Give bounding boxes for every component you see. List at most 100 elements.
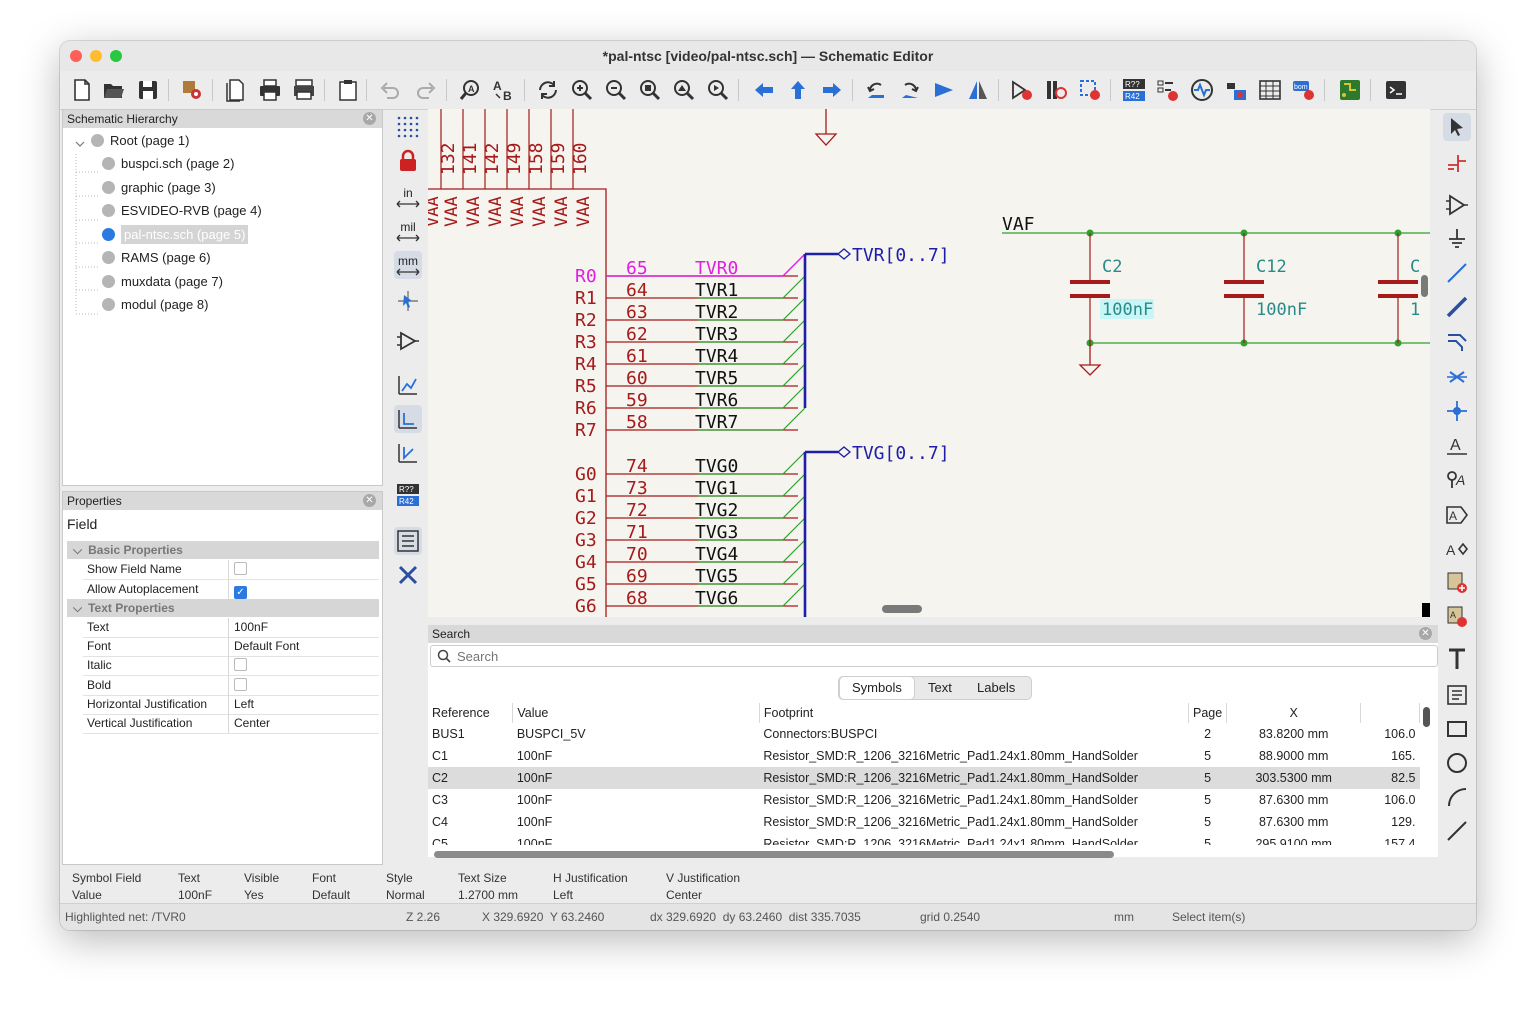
tree-item-esvideo[interactable]: ESVIDEO-RVB (page 4) bbox=[102, 200, 262, 222]
zoom-fit-icon[interactable] bbox=[636, 76, 664, 104]
col-value[interactable]: Value bbox=[513, 703, 760, 723]
navigate-back-icon[interactable] bbox=[750, 76, 778, 104]
table-row-selected[interactable]: C2100nFResistor_SMD:R_1206_3216Metric_Pa… bbox=[428, 767, 1420, 789]
add-bus-icon[interactable] bbox=[1443, 293, 1471, 321]
redo-icon[interactable] bbox=[412, 76, 440, 104]
prop-h-justification[interactable]: Horizontal JustificationLeft bbox=[83, 695, 379, 715]
navigate-forward-icon[interactable] bbox=[818, 76, 846, 104]
zoom-objects-icon[interactable] bbox=[670, 76, 698, 104]
paste-icon[interactable] bbox=[334, 76, 362, 104]
show-field-name-checkbox[interactable] bbox=[234, 562, 247, 575]
prop-italic[interactable]: Italic bbox=[83, 656, 379, 676]
close-hierarchy-icon[interactable]: ✕ bbox=[363, 112, 376, 125]
tree-item-muxdata[interactable]: muxdata (page 7) bbox=[102, 271, 223, 293]
annotate-ref-icon-small[interactable]: R??R42 bbox=[394, 481, 422, 509]
col-reference[interactable]: Reference bbox=[428, 703, 513, 723]
results-h-scrollbar[interactable] bbox=[434, 851, 1114, 858]
prop-h-justification-value[interactable]: Left bbox=[228, 695, 374, 714]
prop-font-value[interactable]: Default Font bbox=[228, 637, 374, 656]
add-wire-icon[interactable] bbox=[1443, 259, 1471, 287]
new-file-icon[interactable] bbox=[68, 76, 96, 104]
prop-v-justification-value[interactable]: Center bbox=[228, 714, 374, 733]
plot-icon[interactable] bbox=[290, 76, 318, 104]
no-connect-icon[interactable] bbox=[1443, 363, 1471, 391]
schematic-canvas[interactable]: 132 141 142 149 158 159 160 VAA VAA VAA … bbox=[428, 109, 1430, 617]
highlight-net-icon[interactable] bbox=[1443, 149, 1471, 177]
bold-checkbox[interactable] bbox=[234, 678, 247, 691]
erc-icon[interactable] bbox=[1076, 76, 1104, 104]
hidden-pins-icon[interactable] bbox=[394, 327, 422, 355]
find-replace-icon[interactable]: AB bbox=[490, 76, 518, 104]
add-junction-icon[interactable] bbox=[1443, 397, 1471, 425]
scripting-console-icon[interactable] bbox=[1382, 76, 1410, 104]
hierarchy-panel-toggle-icon[interactable] bbox=[394, 527, 422, 555]
canvas-h-scrollbar[interactable] bbox=[882, 605, 922, 613]
tab-labels[interactable]: Labels bbox=[965, 677, 1027, 699]
tab-symbols[interactable]: Symbols bbox=[839, 676, 915, 700]
tree-item-modul[interactable]: modul (page 8) bbox=[102, 294, 208, 316]
open-folder-icon[interactable] bbox=[100, 76, 128, 104]
allow-autoplacement-checkbox[interactable]: ✓ bbox=[234, 586, 247, 599]
prop-allow-autoplacement[interactable]: Allow Autoplacement✓ bbox=[83, 580, 379, 600]
line-mode-free-icon[interactable] bbox=[394, 371, 422, 399]
line-mode-90-icon[interactable] bbox=[394, 405, 422, 433]
save-icon[interactable] bbox=[134, 76, 162, 104]
annotate-icon[interactable] bbox=[1008, 76, 1036, 104]
print-icon[interactable] bbox=[256, 76, 284, 104]
add-circle-icon[interactable] bbox=[1443, 749, 1471, 777]
find-icon[interactable]: A bbox=[456, 76, 484, 104]
table-row[interactable]: C3100nFResistor_SMD:R_1206_3216Metric_Pa… bbox=[428, 789, 1420, 811]
undo-icon[interactable] bbox=[376, 76, 404, 104]
group-basic-properties[interactable]: ⌵Basic Properties bbox=[67, 541, 379, 559]
add-sheet-icon[interactable] bbox=[1443, 569, 1471, 597]
units-inch-button[interactable]: in bbox=[394, 183, 422, 211]
add-global-label-icon[interactable]: A bbox=[1443, 501, 1471, 529]
mirror-horizontal-icon[interactable] bbox=[964, 76, 992, 104]
navigate-up-icon[interactable] bbox=[784, 76, 812, 104]
bom-check-icon[interactable] bbox=[1154, 76, 1182, 104]
col-footprint[interactable]: Footprint bbox=[759, 703, 1188, 723]
import-sheet-pin-icon[interactable]: A bbox=[1443, 603, 1471, 631]
zoom-selection-icon[interactable] bbox=[704, 76, 732, 104]
rotate-ccw-icon[interactable] bbox=[862, 76, 890, 104]
bom-icon[interactable]: bom bbox=[1290, 76, 1318, 104]
add-power-icon[interactable] bbox=[1443, 225, 1471, 253]
minimize-window-button[interactable] bbox=[90, 50, 102, 62]
group-text-properties[interactable]: ⌵Text Properties bbox=[67, 599, 379, 617]
grid-toggle-icon[interactable] bbox=[394, 113, 422, 141]
tree-item-pal-ntsc[interactable]: pal-ntsc.sch (page 5) bbox=[102, 224, 248, 246]
table-row[interactable]: C4100nFResistor_SMD:R_1206_3216Metric_Pa… bbox=[428, 811, 1420, 833]
prop-text[interactable]: Text100nF bbox=[83, 618, 379, 638]
simulator-icon[interactable] bbox=[1188, 76, 1216, 104]
prop-show-field-name[interactable]: Show Field Name bbox=[83, 560, 379, 580]
zoom-window-button[interactable] bbox=[110, 50, 122, 62]
select-arrow-icon[interactable] bbox=[1443, 113, 1471, 141]
annotate-ref-icon[interactable]: R??R42 bbox=[1120, 76, 1148, 104]
canvas-v-scrollbar[interactable] bbox=[1421, 275, 1428, 297]
add-rectangle-icon[interactable] bbox=[1443, 715, 1471, 743]
close-search-icon[interactable]: ✕ bbox=[1419, 627, 1432, 640]
table-row[interactable]: C1100nFResistor_SMD:R_1206_3216Metric_Pa… bbox=[428, 745, 1420, 767]
prop-bold[interactable]: Bold bbox=[83, 676, 379, 696]
add-label-icon[interactable]: A bbox=[1443, 431, 1471, 459]
add-symbol-icon[interactable] bbox=[1443, 191, 1471, 219]
pcb-editor-icon[interactable] bbox=[1336, 76, 1364, 104]
line-mode-45-icon[interactable] bbox=[394, 439, 422, 467]
schematic-setup-icon[interactable] bbox=[178, 76, 206, 104]
properties-panel-toggle-icon[interactable] bbox=[394, 561, 422, 589]
rotate-cw-icon[interactable] bbox=[896, 76, 924, 104]
tree-item-root[interactable]: Root (page 1) bbox=[91, 130, 190, 152]
italic-checkbox[interactable] bbox=[234, 658, 247, 671]
add-line-icon[interactable] bbox=[1443, 817, 1471, 845]
close-window-button[interactable] bbox=[70, 50, 82, 62]
tree-item-graphic[interactable]: graphic (page 3) bbox=[102, 177, 216, 199]
add-hier-label-icon[interactable]: A bbox=[1443, 535, 1471, 563]
prop-text-value[interactable]: 100nF bbox=[228, 618, 374, 637]
table-icon[interactable] bbox=[1256, 76, 1284, 104]
col-y[interactable] bbox=[1361, 703, 1420, 723]
search-input[interactable] bbox=[455, 647, 1429, 665]
tree-item-buspci[interactable]: buspci.sch (page 2) bbox=[102, 153, 234, 175]
page-settings-icon[interactable] bbox=[222, 76, 250, 104]
table-row[interactable]: BUS1BUSPCI_5VConnectors:BUSPCI283.8200 m… bbox=[428, 723, 1420, 745]
mirror-vertical-icon[interactable] bbox=[930, 76, 958, 104]
